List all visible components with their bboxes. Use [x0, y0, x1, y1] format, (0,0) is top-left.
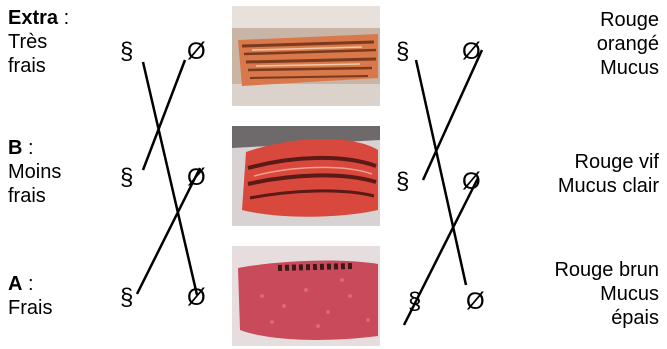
description-3: Rouge brun Mucus épais [554, 258, 659, 330]
description-2: Rouge vif Mucus clair [558, 150, 659, 198]
empty-set-symbol: Ø [462, 170, 481, 194]
section-symbol: § [396, 40, 409, 64]
gill-photo-bright-red [232, 126, 380, 226]
gill-photo-orange [232, 6, 380, 106]
section-symbol: § [120, 40, 133, 64]
empty-set-symbol: Ø [187, 166, 206, 190]
empty-set-symbol: Ø [187, 286, 206, 310]
section-symbol: § [396, 170, 409, 194]
empty-set-symbol: Ø [462, 40, 481, 64]
empty-set-symbol: Ø [187, 40, 206, 64]
line-right-2 [423, 50, 482, 180]
section-symbol: § [120, 166, 133, 190]
gill-photo-red-brown [232, 246, 380, 346]
description-1: Rouge orangé Mucus [597, 8, 659, 80]
section-symbol: § [120, 286, 133, 310]
section-symbol: § [408, 290, 421, 314]
empty-set-symbol: Ø [466, 290, 485, 314]
